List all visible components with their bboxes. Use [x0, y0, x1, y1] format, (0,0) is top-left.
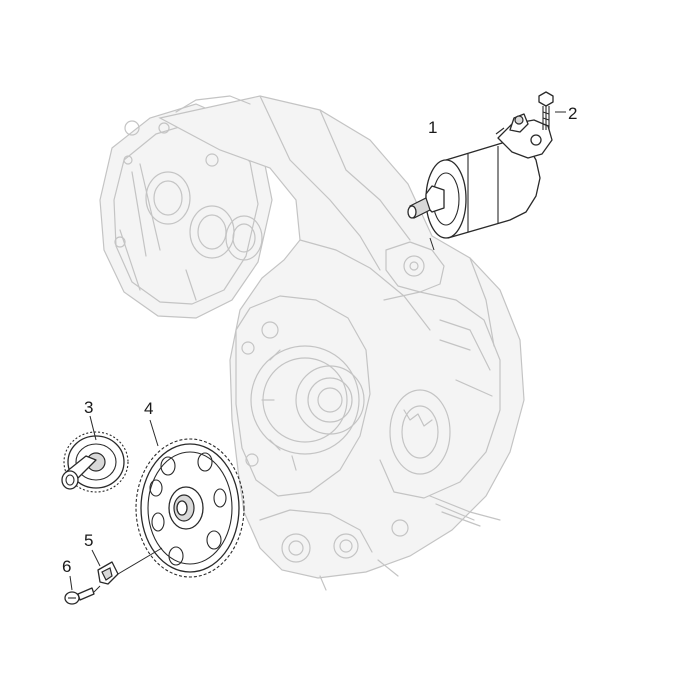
- plate-to-gear-leader: [117, 547, 163, 575]
- callout-2: 2: [568, 104, 577, 123]
- starter-motor-icon: [407, 113, 553, 251]
- callout-6: 6: [62, 557, 71, 576]
- bolt-icon: [538, 91, 566, 130]
- callout-4-leader: [149, 419, 159, 447]
- screw-to-plate-leader: [93, 585, 101, 593]
- intermediate-gear-icon: [61, 415, 129, 493]
- callout-4: 4: [144, 399, 153, 418]
- callout-3: 3: [84, 398, 93, 417]
- callout-6-leader: [69, 575, 73, 591]
- engine-crankcase-icon: [99, 95, 525, 591]
- callout-3-leader: [89, 415, 97, 441]
- retaining-plate-icon: [91, 547, 163, 585]
- callout-1-leader: [429, 237, 435, 251]
- callout-1: 1: [428, 118, 437, 137]
- starter-ring-gear-icon: [135, 419, 245, 578]
- callout-5: 5: [84, 531, 93, 550]
- screw-icon: [64, 575, 101, 605]
- callout-5-leader: [91, 549, 101, 567]
